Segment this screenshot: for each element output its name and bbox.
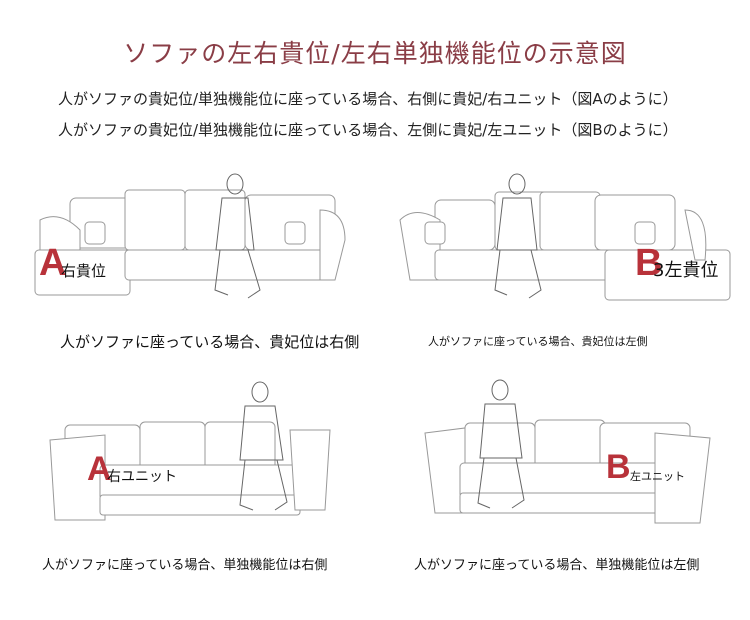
figure-letter: A [39,242,67,284]
page-title: ソファの左右貴位/左右単独機能位の示意図 [123,39,627,68]
sofa-diagram-b-chaise: B 3左貴位 [395,170,740,320]
figure-label: 右貴位 [61,262,107,280]
figure-caption: 人がソファに座っている場合、貴妃位は左側 [428,335,648,348]
figure-caption: 人がソファに座っている場合、単独機能位は右側 [42,558,328,573]
sofa-diagram-b-unit: B 左ユニット [420,378,720,528]
sofa-illustration [34,173,346,299]
sofa-illustration [424,379,711,524]
figure-label: 右ユニット [107,469,177,485]
figure-letter: B [635,242,663,284]
sofa-diagram-a-chaise: A 右貴位 [30,170,360,320]
sofa-illustration [399,173,731,301]
figure-caption: 人がソファに座っている場合、単独機能位は左側 [414,558,700,573]
figure-label: 3左貴位 [653,260,719,281]
intro-line-b: 人がソファの貴妃位/単独機能位に座っている場合、左側に貴妃/左ユニット（図Bのよ… [58,121,678,139]
sofa-illustration [49,381,331,521]
figure-letter: A [87,450,112,488]
sofa-diagram-a-unit: A 右ユニット [45,380,345,530]
figure-letter: B [606,448,631,486]
figure-caption: 人がソファに座っている場合、貴妃位は右側 [60,333,360,351]
intro-line-a: 人がソファの貴妃位/単独機能位に座っている場合、右側に貴妃/右ユニット（図Aのよ… [58,90,678,108]
figure-label: 左ユニット [630,470,685,483]
